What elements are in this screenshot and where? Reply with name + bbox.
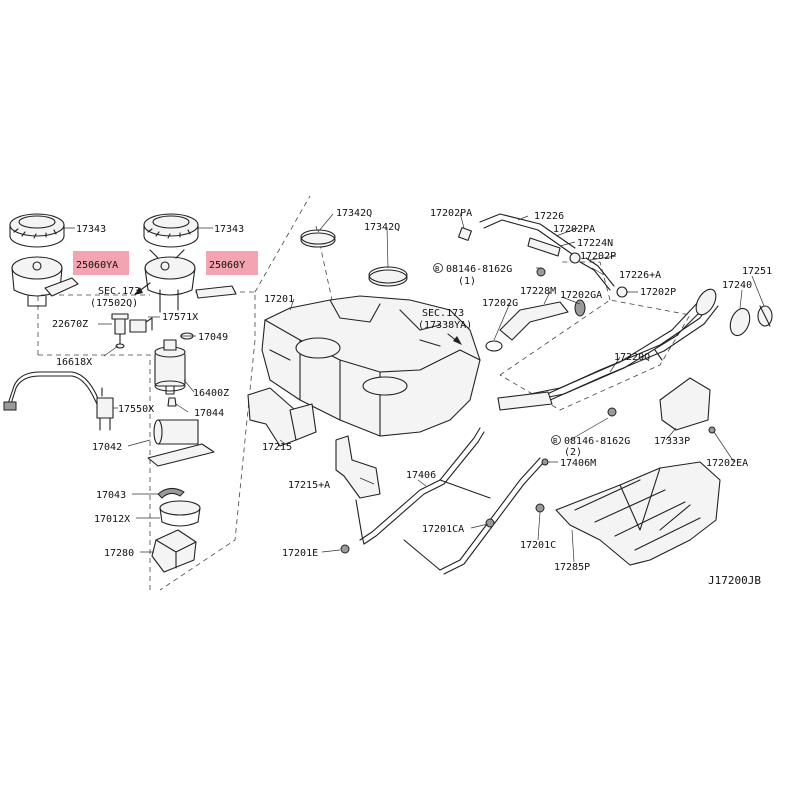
connector-17571X [129, 317, 153, 333]
fuel-filter-16400Z [154, 339, 186, 395]
label-17343-left: 17343 [76, 224, 106, 235]
label-17228M: 17228M [520, 286, 556, 297]
label-17202G: 17202G [482, 298, 518, 309]
label-17226A: 17226+A [619, 270, 661, 281]
filler-cap-17251 [757, 305, 773, 327]
label-17406M: 17406M [560, 458, 596, 469]
label-17226: 17226 [534, 211, 564, 222]
label-17333P: 17333P [654, 436, 690, 447]
leader-lines [98, 212, 765, 563]
bolt-symbol-b: B [553, 437, 557, 445]
label-17240: 17240 [722, 280, 752, 291]
hose-clamp-17202GA [574, 299, 586, 317]
label-17202P-lower: 17202P [640, 287, 676, 298]
label-25060YA: 25060YA [76, 260, 118, 271]
hose-clamp-17202G [485, 340, 503, 352]
fuel-level-sender-25060YA [11, 256, 79, 307]
bolt-symbol-b-circle [551, 435, 561, 445]
label-17251: 17251 [742, 266, 772, 277]
gasket-17012X [159, 500, 201, 527]
label-17342Q-upper: 17342Q [336, 208, 372, 219]
label-17285P: 17285P [554, 562, 590, 573]
label-17342Q-lower: 17342Q [364, 222, 400, 233]
label-17202PA-upper: 17202PA [430, 208, 472, 219]
label-17215: 17215 [262, 442, 292, 453]
label-17201: 17201 [264, 294, 294, 305]
bracket-17333P [659, 377, 711, 431]
pump-bracket-17043 [157, 488, 185, 499]
dashed-callout-frames [37, 195, 691, 591]
label-22670Z: 22670Z [52, 319, 88, 330]
label-16400Z: 16400Z [193, 388, 229, 399]
filler-neck-17220Q [497, 288, 719, 411]
label-08146-8162G-b-qty: (2) [564, 447, 582, 458]
label-17044: 17044 [194, 408, 224, 419]
label-17215A: 17215+A [288, 480, 330, 491]
fuel-pump-17042 [147, 419, 215, 467]
hose-17224N [527, 237, 561, 257]
label-17224N: 17224N [577, 238, 613, 249]
label-17043: 17043 [96, 490, 126, 501]
bolts-strap [340, 267, 716, 554]
check-valve-22670Z [111, 313, 129, 349]
retainer-17044 [167, 397, 177, 407]
heat-shield-17285P [555, 461, 721, 566]
label-17201CA: 17201CA [422, 524, 464, 535]
o-ring-17342Q-upper [300, 229, 336, 248]
label-17201E: 17201E [282, 548, 318, 559]
bracket-17215 [247, 387, 317, 447]
label-08146-8162G-b: 08146-8162G [564, 436, 630, 447]
label-sec173-17502q-line1: SEC.173 [98, 286, 140, 297]
filler-cap-ring-17240 [729, 307, 751, 337]
lock-ring-17343-left [9, 213, 65, 248]
sec-arrowhead-left [134, 287, 143, 295]
label-25060Y: 25060Y [209, 260, 245, 271]
bracket-17215A [335, 435, 381, 499]
label-17049: 17049 [198, 332, 228, 343]
o-ring-17342Q-lower [368, 266, 408, 287]
label-17042: 17042 [92, 442, 122, 453]
bolt-symbol-a-circle [433, 263, 443, 273]
highlight-25060Y [206, 251, 258, 275]
sec-arrowhead-center [453, 336, 462, 345]
label-17550X: 17550X [118, 404, 154, 415]
label-17202PA-lower: 17202PA [553, 224, 595, 235]
label-17202P-upper: 17202P [580, 251, 616, 262]
label-17202GA: 17202GA [560, 290, 602, 301]
pressure-regulator-17550X [96, 387, 114, 431]
tank-strap-17406 [355, 427, 491, 545]
label-17202EA: 17202EA [706, 458, 748, 469]
label-17571X: 17571X [162, 312, 198, 323]
label-08146-8162G-a: 08146-8162G [446, 264, 512, 275]
label-sec173-17502q-line2: (17502Q) [90, 298, 138, 309]
lock-ring-17343-right [143, 213, 199, 248]
label-16618X: 16618X [56, 357, 92, 368]
label-17280: 17280 [104, 548, 134, 559]
hose-17226A [569, 252, 628, 298]
reservoir-17280 [151, 529, 197, 573]
label-17201C: 17201C [520, 540, 556, 551]
label-17012X: 17012X [94, 514, 130, 525]
label-17406: 17406 [406, 470, 436, 481]
label-sec173-17338ya-line2: (17338YA) [418, 320, 472, 331]
bolt-symbol-a: B [435, 265, 439, 273]
fuel-tank-17201 [261, 295, 481, 437]
fuel-level-sender-25060Y [144, 249, 237, 313]
highlight-25060YA [73, 251, 129, 275]
label-17343-right: 17343 [214, 224, 244, 235]
filler-hose-17228M [499, 301, 569, 341]
diagram-code: J17200JB [708, 574, 761, 587]
label-sec173-17338ya-line1: SEC.173 [422, 308, 464, 319]
label-08146-8162G-a-qty: (1) [458, 276, 476, 287]
part-labels: 17343 17343 25060YA 25060Y SEC.173 (1750… [52, 208, 772, 587]
label-17220Q: 17220Q [614, 352, 650, 363]
fuel-hose-16618X [3, 371, 101, 411]
